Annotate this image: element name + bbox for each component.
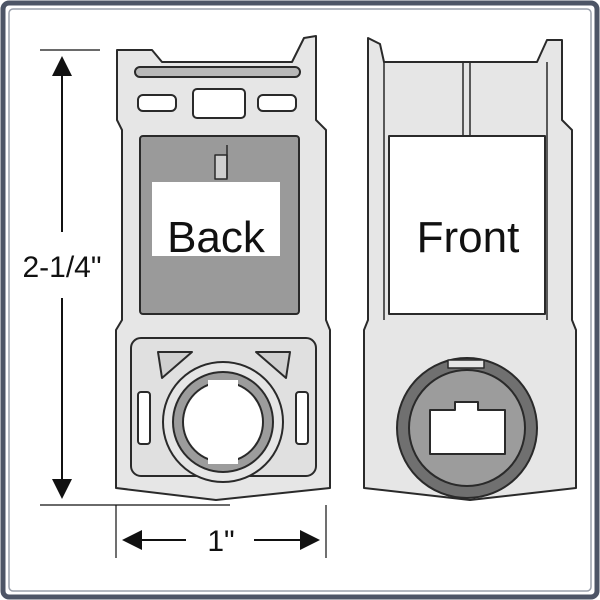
back-side-slot-left [137, 391, 151, 445]
back-corner-tab-right [255, 351, 291, 379]
back-small-window-right [257, 94, 297, 112]
back-top-slot [134, 66, 301, 78]
back-small-window-center [192, 88, 246, 119]
back-ring-gap-top [208, 380, 238, 386]
back-corner-tab-left [157, 351, 193, 379]
front-ring-top-tab [447, 359, 485, 369]
back-small-window-left [137, 94, 177, 112]
inner-frame-line [8, 8, 592, 592]
back-window-notch [214, 154, 228, 180]
width-label: 1" [207, 525, 234, 558]
front-window [388, 135, 546, 315]
width-dimension: 1" [115, 505, 327, 558]
height-dimension: 2-1/4" [22, 49, 230, 506]
back-label: Back [167, 213, 266, 262]
back-ring-gap-bottom [208, 458, 238, 464]
front-view: Front [363, 37, 577, 501]
back-label-panel [152, 182, 280, 256]
front-socket [429, 401, 506, 455]
back-view: Back [115, 35, 331, 501]
height-label: 2-1/4" [22, 251, 101, 284]
front-label: Front [417, 213, 520, 262]
back-ring-inner [182, 381, 264, 463]
back-side-slot-right [295, 391, 309, 445]
